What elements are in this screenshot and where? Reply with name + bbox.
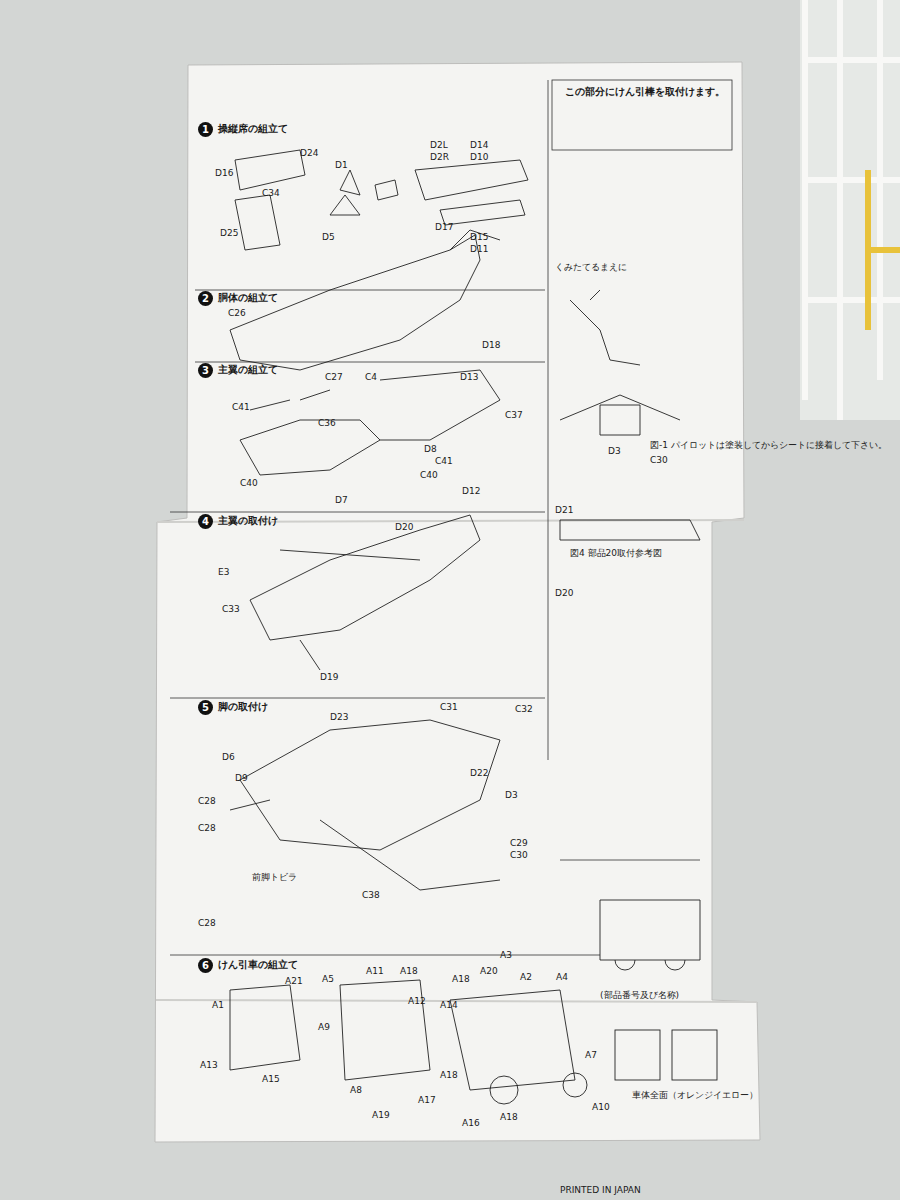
part-number: A20	[480, 966, 498, 976]
step-heading: 胴体の組立て	[218, 292, 278, 304]
part-number: D10	[470, 152, 488, 162]
part-number: D20	[395, 522, 413, 532]
part-number: D16	[215, 168, 233, 178]
part-number: PRINTED IN JAPAN	[560, 1185, 641, 1195]
note-text: A16	[462, 1118, 602, 1128]
part-number: 前脚トビラ	[252, 872, 297, 882]
part-number: C28	[198, 796, 216, 806]
part-number: 図-1 パイロットは塗装してからシートに接着して下さい。	[650, 440, 887, 450]
part-number: D11	[470, 244, 488, 254]
step-number: 5	[198, 700, 213, 715]
part-number: A8	[350, 1085, 362, 1095]
part-number: C31	[440, 702, 458, 712]
part-number: A17	[418, 1095, 436, 1105]
part-number: D22	[470, 768, 488, 778]
part-number: D25	[220, 228, 238, 238]
part-number: C34	[262, 188, 280, 198]
part-number: D6	[222, 752, 235, 762]
step-number: 2	[198, 291, 213, 306]
part-number: A7	[585, 1050, 597, 1060]
paper-sheet	[155, 62, 760, 1142]
part-number: A13	[200, 1060, 218, 1070]
part-number: C33	[222, 604, 240, 614]
part-number: D19	[320, 672, 338, 682]
part-number: D9	[235, 773, 248, 783]
part-number: C30	[510, 850, 528, 860]
step-heading: けん引車の組立て	[218, 959, 298, 971]
part-number: A9	[318, 1022, 330, 1032]
step-heading: 主翼の組立て	[218, 364, 278, 376]
part-number: D7	[335, 495, 348, 505]
part-number: D3	[608, 446, 621, 456]
part-number: D21	[555, 505, 573, 515]
part-number: D15	[470, 232, 488, 242]
step-number: 3	[198, 363, 213, 378]
part-number: D12	[462, 486, 480, 496]
step-heading: 操縦席の組立て	[218, 123, 288, 135]
part-number: D1	[335, 160, 348, 170]
plastic-sprue	[800, 0, 900, 420]
part-number: A10	[592, 1102, 610, 1112]
part-number: A18	[452, 974, 470, 984]
part-number: A18	[500, 1112, 518, 1122]
section-lines	[170, 80, 732, 955]
part-number: A19	[372, 1110, 390, 1120]
part-number: C41	[435, 456, 453, 466]
part-number: 車体全面（オレンジイエロー）	[632, 1090, 758, 1100]
step-heading: 主翼の取付け	[218, 515, 278, 527]
part-number: A11	[366, 966, 384, 976]
part-number: C41	[232, 402, 250, 412]
part-number: D3	[505, 790, 518, 800]
part-number: D18	[482, 340, 500, 350]
part-number: E3	[218, 567, 229, 577]
part-number: D20	[555, 588, 573, 598]
part-number: C28	[198, 823, 216, 833]
part-number: 図4 部品20取付参考図	[570, 548, 662, 558]
part-number: A12	[408, 996, 426, 1006]
part-number: C32	[515, 704, 533, 714]
part-number: D14	[470, 140, 488, 150]
part-number: A15	[262, 1074, 280, 1084]
part-number: A18	[440, 1070, 458, 1080]
part-number: C36	[318, 418, 336, 428]
step-number: 6	[198, 958, 213, 973]
fold-lines	[156, 520, 757, 1002]
step-number: 1	[198, 122, 213, 137]
part-number: A5	[322, 974, 334, 984]
aircraft-illustrations	[230, 150, 717, 1104]
part-number: D2L	[430, 140, 448, 150]
part-number: A21	[285, 976, 303, 986]
part-number: C4	[365, 372, 377, 382]
part-number: D2R	[430, 152, 449, 162]
part-number: C40	[240, 478, 258, 488]
part-number: D8	[424, 444, 437, 454]
part-number: C26	[228, 308, 246, 318]
part-number: C28	[198, 918, 216, 928]
part-number: D5	[322, 232, 335, 242]
part-number: A3	[500, 950, 512, 960]
part-number: A2	[520, 972, 532, 982]
step-heading: この部分にけん引棒を取付けます。	[565, 86, 725, 98]
note-text: くみたてるまえに	[555, 262, 695, 272]
part-number: D23	[330, 712, 348, 722]
part-number: A1	[212, 1000, 224, 1010]
part-number: D24	[300, 148, 318, 158]
part-number: A14	[440, 1000, 458, 1010]
part-number: C27	[325, 372, 343, 382]
step-heading: 脚の取付け	[218, 701, 268, 713]
part-number: A4	[556, 972, 568, 982]
note-text: (部品番号及び名称)	[600, 990, 740, 1000]
step-number: 4	[198, 514, 213, 529]
part-number: C37	[505, 410, 523, 420]
part-number: A18	[400, 966, 418, 976]
part-number: D13	[460, 372, 478, 382]
part-number: C40	[420, 470, 438, 480]
part-number: D17	[435, 222, 453, 232]
part-number: C29	[510, 838, 528, 848]
part-number: C38	[362, 890, 380, 900]
part-number: C30	[650, 455, 668, 465]
